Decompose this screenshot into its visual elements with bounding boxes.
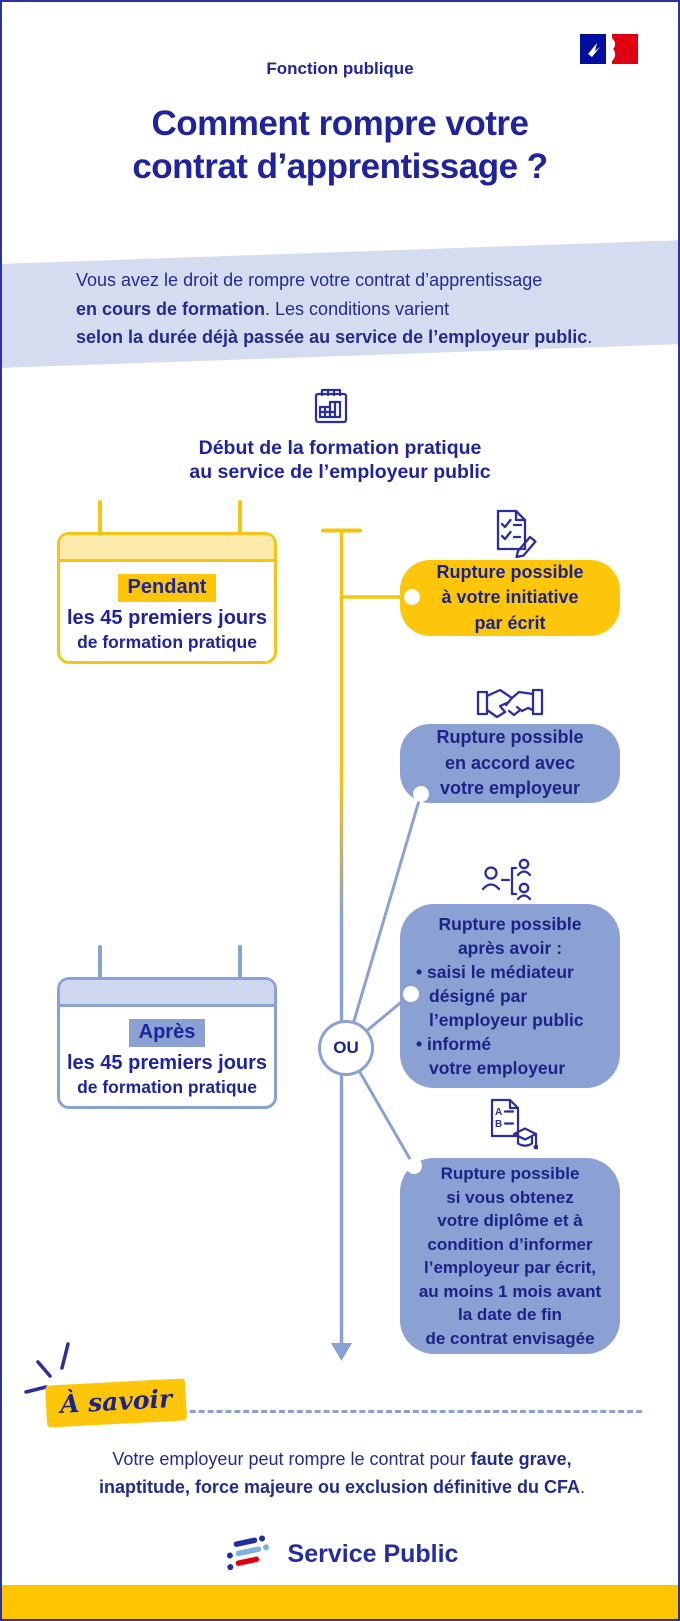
brand-name: Service Public — [287, 1539, 459, 1568]
note-line2-rest: . — [580, 1476, 586, 1497]
bubble-line: par écrit — [474, 612, 546, 633]
calendar-icon — [308, 384, 354, 430]
calendar-pin — [98, 500, 102, 556]
connector-dot — [413, 786, 429, 802]
emphasis-rays-icon — [24, 1342, 70, 1394]
or-circle: OU — [318, 1020, 374, 1076]
diploma-icon: A B — [484, 1096, 538, 1154]
service-public-logo-icon — [226, 1535, 269, 1571]
calendar-pin — [238, 500, 242, 556]
french-republic-flag-icon — [580, 34, 638, 64]
note-line1-bold: faute grave, — [470, 1449, 572, 1469]
bubble-line: condition d’informer — [427, 1234, 593, 1254]
bottom-accent-bar — [2, 1585, 678, 1619]
svg-text:B: B — [495, 1119, 502, 1130]
bubble-line: l’employeur public — [429, 1010, 584, 1030]
bubble-line: votre diplôme et à — [437, 1211, 583, 1230]
handshake-icon — [476, 682, 544, 726]
intro-line1: Vous avez le droit de rompre votre contr… — [76, 270, 543, 290]
calendar-pin — [98, 945, 102, 1001]
period-tag-apres: Après — [128, 1019, 206, 1047]
bubble-line: après avoir : — [457, 938, 563, 958]
calendar-pin — [238, 945, 242, 1001]
page-title: Comment rompre votre contrat d’apprentis… — [2, 102, 678, 188]
bubble-line: si vous obtenez — [446, 1187, 574, 1207]
page-title-line1: Comment rompre votre — [151, 104, 529, 143]
document-check-pencil-icon — [489, 507, 539, 559]
outcome-bubble-initiative: Rupture possible à votre initiative par … — [400, 560, 620, 636]
note-line1-regular: Votre employeur peut rompre le contrat p… — [112, 1449, 471, 1469]
outcome-bubble-mediateur: Rupture possible après avoir : • saisi l… — [400, 904, 620, 1088]
intro-band: Vous avez le droit de rompre votre contr… — [2, 239, 678, 369]
period-card-pendant: Pendant les 45 premiers jours de formati… — [57, 532, 277, 664]
intro-line3-bold: selon la durée déjà passée au service de… — [76, 327, 588, 347]
period-line1: les 45 premiers jours — [66, 1052, 268, 1074]
bubble-bullet-line: • informé — [416, 1034, 492, 1054]
note-text: Votre employeur peut rompre le contrat p… — [42, 1446, 642, 1501]
outcome-bubble-diplome: Rupture possible si vous obtenez votre d… — [400, 1158, 620, 1354]
bubble-line: au moins 1 mois avant — [418, 1281, 602, 1301]
intro-line3-rest: . — [587, 327, 593, 347]
dashed-divider — [154, 1410, 642, 1413]
period-line1: les 45 premiers jours — [66, 607, 268, 629]
period-line2: de formation pratique — [77, 632, 257, 652]
bubble-line: désigné par — [429, 986, 528, 1006]
mediator-people-icon — [480, 852, 536, 910]
intro-line2-bold: en cours de formation — [76, 298, 266, 319]
connector-dot — [403, 986, 419, 1002]
bubble-line: votre employeur — [439, 778, 581, 799]
bubble-line: à votre initiative — [441, 587, 579, 608]
note-line2-bold: inaptitude, force majeure ou exclusion d… — [98, 1476, 581, 1497]
period-line2: de formation pratique — [77, 1077, 257, 1097]
period-card-apres: Après les 45 premiers jours de formation… — [57, 977, 277, 1109]
bubble-line: de contrat envisagée — [425, 1328, 595, 1348]
calendar-card-strip — [60, 535, 274, 562]
intro-line2-rest: . Les conditions varient — [265, 298, 450, 319]
bubble-line: Rupture possible — [438, 914, 582, 934]
outcome-bubble-accord: Rupture possible en accord avec votre em… — [400, 724, 620, 803]
eyebrow-label: Fonction publique — [266, 59, 414, 78]
bubble-line: Rupture possible — [440, 1164, 580, 1183]
start-label-line2: au service de l’employeur public — [189, 461, 491, 483]
connector-dot — [404, 589, 420, 605]
bubble-line: votre employeur — [429, 1058, 566, 1078]
footer-brand: Service Public — [2, 1530, 678, 1578]
calendar-card-strip — [60, 980, 274, 1007]
bubble-line: la date de fin — [458, 1305, 562, 1324]
a-savoir-badge: À savoir — [44, 1378, 188, 1428]
period-tag-pendant: Pendant — [117, 574, 217, 602]
svg-text:A: A — [495, 1107, 502, 1118]
bubble-line: en accord avec — [444, 752, 576, 773]
connector-dot — [406, 1158, 422, 1174]
bubble-line: Rupture possible — [436, 727, 584, 748]
intro-text: Vous avez le droit de rompre votre contr… — [2, 252, 678, 352]
page-title-line2: contrat d’apprentissage ? — [132, 147, 548, 186]
timeline-start-label: Début de la formation pratique au servic… — [2, 436, 678, 484]
bubble-line: Rupture possible — [436, 561, 584, 582]
start-label-line1: Début de la formation pratique — [198, 437, 482, 459]
bubble-line: l’employeur par écrit, — [424, 1258, 596, 1277]
bubble-bullet-line: • saisi le médiateur — [416, 962, 574, 982]
